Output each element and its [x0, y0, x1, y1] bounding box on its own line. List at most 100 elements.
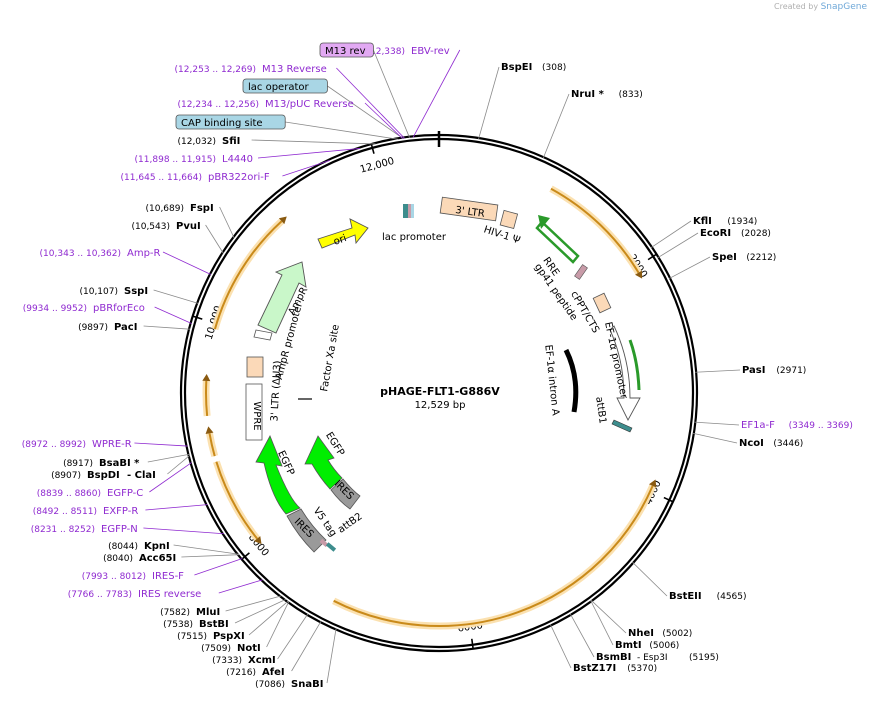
- site-labels: BspEI(308)NruI *(833)KflI(1934)EcoRI(202…: [22, 42, 853, 690]
- orf-arrow-head: [202, 373, 211, 382]
- leader-line: [692, 432, 738, 444]
- site-label: EGFP-N: [101, 524, 138, 535]
- leader-line: [218, 579, 263, 594]
- site-label: EGFP-C: [107, 488, 143, 499]
- feature-lac-op-block: [408, 204, 411, 218]
- leader-line: [550, 624, 572, 669]
- feature-label-ef1a-intron: EF-1α intron A: [542, 344, 560, 416]
- site-position: (11,898 .. 11,915): [135, 155, 216, 165]
- site-label: XcmI: [248, 655, 276, 666]
- feature-label-hiv-psi: HIV-1 Ψ: [482, 224, 521, 246]
- site-label: MluI: [196, 607, 220, 618]
- feature-egfp-left-arrow: [255, 435, 301, 515]
- leader-line: [181, 554, 240, 558]
- feature-ires-left-block: [286, 508, 327, 553]
- feature-lac-promoter-block: [403, 204, 408, 218]
- site-label: EXFP-R: [103, 506, 138, 517]
- feature-box-label: CAP binding site: [181, 118, 263, 129]
- leader-line: [162, 251, 212, 275]
- plasmid-length: 12,529 bp: [415, 400, 466, 411]
- site-label: NruI *: [571, 89, 605, 100]
- site-position: (10,689): [145, 204, 184, 214]
- site-label: PvuI: [176, 221, 201, 232]
- leader-line: [695, 369, 741, 373]
- leader-line: [248, 600, 289, 636]
- site-label: PasI: [742, 365, 765, 376]
- site-label: NotI: [237, 643, 261, 654]
- leader-line: [234, 598, 286, 624]
- tick-mark: [192, 315, 203, 320]
- leader-line: [167, 455, 190, 475]
- leader-line: [145, 504, 208, 511]
- feature-label-attb1: attB1: [593, 396, 608, 424]
- site-label: AfeI: [262, 667, 285, 678]
- orf-arrow-head: [635, 270, 643, 279]
- site-label: KpnI: [144, 541, 170, 552]
- feature-attb1-block: [611, 419, 633, 433]
- leader-line: [153, 289, 199, 304]
- feature-gp41-block: [574, 264, 588, 280]
- site-position: (2028): [741, 229, 771, 239]
- leader-line: [219, 206, 235, 239]
- orf-arrow-head: [278, 216, 287, 225]
- orf-arcs: [202, 185, 657, 630]
- site-label: EBV-rev: [411, 46, 450, 57]
- leader-line: [277, 613, 309, 660]
- feature-ampr-promoter-arrow: [253, 329, 273, 341]
- site-label: NcoI: [739, 438, 764, 449]
- site-position-alt: (5195): [689, 653, 719, 663]
- leader-line: [694, 421, 740, 426]
- site-position: (308): [542, 63, 566, 73]
- orf-arrow-head: [254, 536, 262, 545]
- site-position: (7766 .. 7783): [68, 590, 132, 600]
- leader-line: [251, 139, 376, 145]
- feature-label-lac-promoter: lac promoter: [382, 232, 447, 243]
- site-position: (9897): [78, 323, 108, 333]
- site-position: (4565): [717, 592, 747, 602]
- feature-3ltr-du3-block: [246, 356, 264, 378]
- feature-ires-right-block: [330, 478, 361, 510]
- site-position: (7538): [163, 620, 193, 630]
- snapgene-logo: SnapGene: [820, 2, 867, 12]
- site-position: (5002): [662, 629, 692, 639]
- leader-line: [632, 561, 668, 597]
- site-label: Amp-R: [127, 248, 161, 259]
- site-position: (7515): [177, 632, 207, 642]
- feature-cppt-block: [592, 292, 612, 314]
- feature-rre-head: [538, 215, 550, 229]
- leader-line: [668, 256, 711, 279]
- site-position: (8044): [108, 542, 138, 552]
- feature-ef1a-promoter-arrow: [609, 325, 641, 421]
- leader-line: [154, 306, 192, 324]
- tick-mark: [647, 253, 657, 261]
- site-position: (12,234 .. 12,256): [178, 100, 259, 110]
- feature-label-3ltr-du3: 3' LTR (ΔU3): [269, 360, 283, 422]
- site-label: WPRE-R: [92, 439, 132, 450]
- site-label: pBRforEco: [93, 303, 145, 314]
- leader-line: [134, 442, 188, 447]
- site-label: EcoRI: [700, 228, 731, 239]
- site-position: (7509): [201, 644, 231, 654]
- leader-line: [542, 93, 570, 159]
- orf-arc: [205, 380, 209, 417]
- site-position: (7086): [255, 680, 285, 690]
- site-label: BstEII: [669, 591, 702, 602]
- label-leader-lines: [134, 49, 741, 684]
- leader-line: [173, 544, 239, 555]
- plasmid-name: pHAGE-FLT1-G886V: [380, 385, 500, 398]
- leader-line: [590, 600, 614, 646]
- site-label: BspDI: [87, 470, 120, 481]
- site-label: SfiI: [222, 136, 240, 147]
- feature-box-label: lac operator: [248, 82, 309, 93]
- orf-arc: [208, 433, 216, 457]
- leader-line: [205, 224, 224, 254]
- site-position: (8040): [103, 554, 133, 564]
- site-label: FspI: [190, 203, 214, 214]
- feature-m13-block: [411, 204, 414, 218]
- site-position: (8231 .. 8252): [31, 525, 95, 535]
- orf-arc: [550, 187, 640, 274]
- tick-mark: [370, 143, 375, 154]
- site-label: PacI: [114, 322, 137, 333]
- feature-label-box: [175, 114, 286, 130]
